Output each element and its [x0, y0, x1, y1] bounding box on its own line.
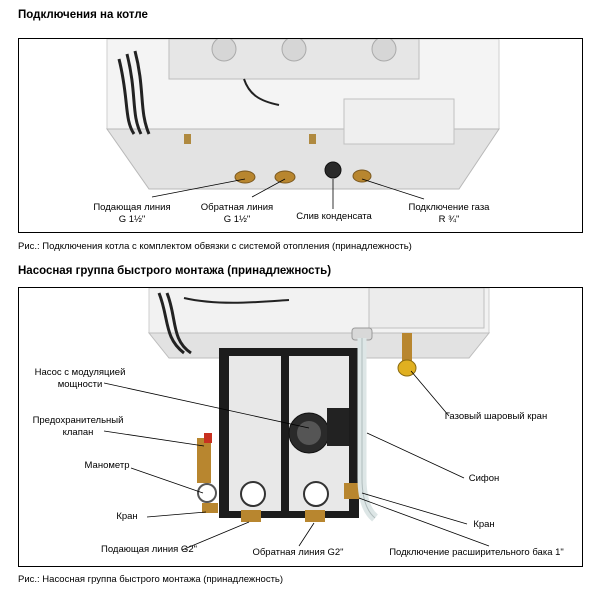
section1-heading: Подключения на котле — [18, 9, 148, 21]
section2-caption: Рис.: Насосная группа быстрого монтажа (… — [18, 574, 284, 585]
section2-heading: Насосная группа быстрого монтажа (принад… — [18, 265, 332, 277]
label-supply-line-g2: Подающая линия G2" — [101, 544, 197, 555]
label-return-line: Обратная линия G 1½" — [187, 202, 287, 226]
label-supply-line-size: G 1½" — [118, 214, 146, 225]
boiler-connections-illustration — [106, 39, 500, 209]
label-modulating-pump: Насос с модуляцией мощности — [21, 367, 139, 391]
label-safety-valve-line2: клапан — [62, 427, 94, 438]
label-return-line-g2: Обратная линия G2" — [252, 547, 344, 558]
label-manometer: Манометр — [84, 460, 130, 471]
label-gas-ball-valve: Газовый шаровый кран — [444, 411, 548, 422]
label-expansion-tank-connection: Подключение расширительного бака 1" — [389, 547, 564, 558]
section1-caption: Рис.: Подключения котла с комплектом обв… — [18, 241, 412, 252]
label-gas-connection: Подключение газа R ¾" — [389, 202, 509, 226]
boiler-connections-figure: Подающая линия G 1½" Обратная линия G 1½… — [18, 38, 583, 233]
label-tap-left: Кран — [116, 511, 138, 522]
label-tap-right: Кран — [473, 519, 495, 530]
label-gas-connection-title: Подключение газа — [408, 202, 490, 213]
label-modulating-pump-line1: Насос с модуляцией — [34, 367, 126, 378]
label-safety-valve: Предохранительный клапан — [19, 415, 137, 439]
label-return-line-title: Обратная линия — [200, 202, 274, 213]
label-siphon: Сифон — [468, 473, 500, 484]
label-safety-valve-line1: Предохранительный — [32, 415, 124, 426]
label-supply-line: Подающая линия G 1½" — [77, 202, 187, 226]
label-condensate-drain: Слив конденсата — [296, 211, 372, 222]
label-supply-line-title: Подающая линия — [93, 202, 171, 213]
label-gas-connection-size: R ¾" — [438, 214, 460, 225]
pump-group-figure: Насос с модуляцией мощности Предохраните… — [18, 287, 583, 567]
pump-group-illustration — [103, 288, 491, 551]
label-return-line-size: G 1½" — [223, 214, 251, 225]
label-modulating-pump-line2: мощности — [57, 379, 103, 390]
